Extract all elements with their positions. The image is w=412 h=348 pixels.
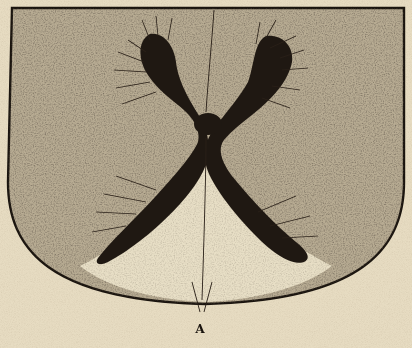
figure-label-a: A — [192, 318, 208, 340]
central-commissure — [194, 113, 222, 135]
